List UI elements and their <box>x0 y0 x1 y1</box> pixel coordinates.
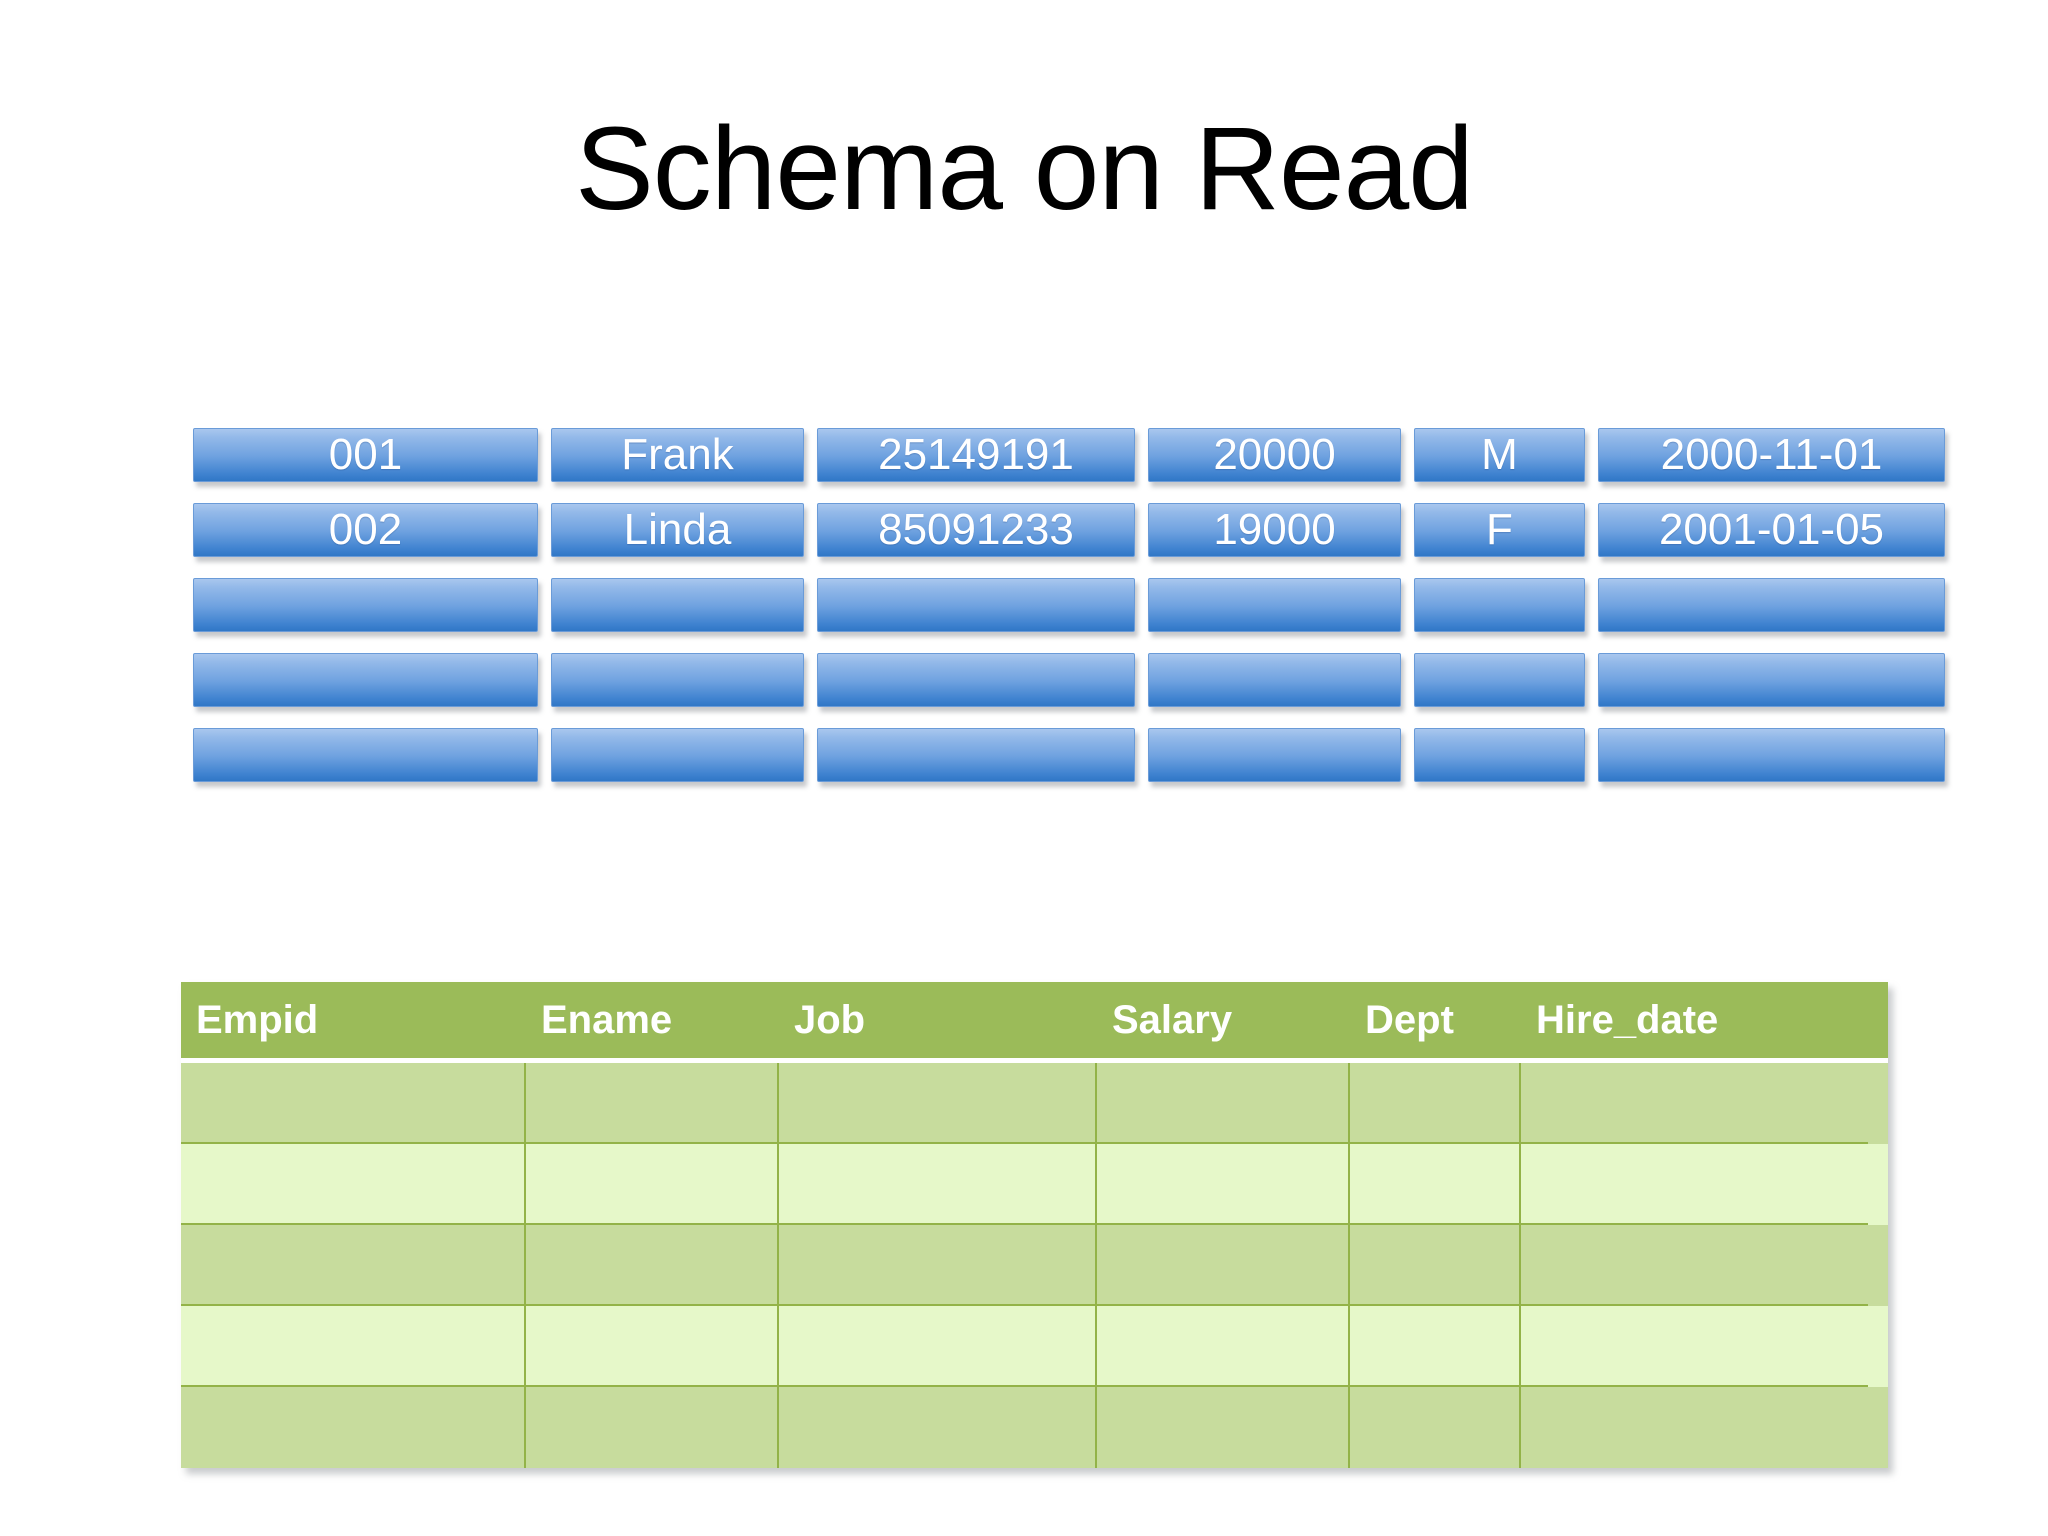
data-bar-cell[interactable] <box>551 728 804 782</box>
data-bar-cell[interactable]: 25149191 <box>817 428 1135 482</box>
table-row <box>181 1063 1888 1144</box>
table-cell[interactable] <box>1097 1144 1350 1225</box>
table-cell[interactable] <box>526 1387 779 1468</box>
data-bar-value: 2001-01-05 <box>1658 505 1885 554</box>
data-bar-cell[interactable] <box>1414 728 1585 782</box>
data-bar-cell[interactable] <box>193 578 538 632</box>
table-cell[interactable] <box>526 1144 779 1225</box>
data-bar-row: 002 Linda 85091233 19000 F 2001-01-05 <box>193 503 1945 557</box>
data-bar-value: F <box>1486 505 1513 554</box>
table-row <box>181 1225 1888 1306</box>
data-bar-cell[interactable]: M <box>1414 428 1585 482</box>
table-cell[interactable] <box>1350 1144 1521 1225</box>
data-bar-cell[interactable]: 002 <box>193 503 538 557</box>
table-row <box>181 1144 1888 1225</box>
table-cell[interactable] <box>779 1387 1097 1468</box>
table-cell[interactable] <box>1097 1306 1350 1387</box>
data-bar-cell[interactable] <box>817 653 1135 707</box>
table-cell[interactable] <box>526 1306 779 1387</box>
column-header-hire-date[interactable]: Hire_date <box>1536 997 1719 1042</box>
column-header-salary[interactable]: Salary <box>1112 997 1233 1042</box>
data-bar-row: 001 Frank 25149191 20000 M 2000-11-01 <box>193 428 1945 482</box>
data-bar-value: 85091233 <box>878 505 1074 554</box>
table-row <box>181 1387 1888 1468</box>
table-cell[interactable] <box>1521 1225 1868 1306</box>
data-bar-cell[interactable]: 2000-11-01 <box>1598 428 1945 482</box>
data-bar-value: Linda <box>623 505 732 554</box>
data-bar-grid: 001 Frank 25149191 20000 M 2000-11-01 00… <box>193 428 1945 803</box>
data-bar-cell[interactable] <box>551 578 804 632</box>
data-bar-cell[interactable]: 20000 <box>1148 428 1401 482</box>
data-bar-cell[interactable] <box>817 728 1135 782</box>
data-bar-value: 002 <box>328 505 403 554</box>
table-header-row: Empid Ename Job Salary Dept Hire_date <box>181 982 1888 1063</box>
table-cell[interactable] <box>1097 1387 1350 1468</box>
data-bar-cell[interactable]: F <box>1414 503 1585 557</box>
data-bar-cell[interactable] <box>1148 653 1401 707</box>
data-bar-row <box>193 728 1945 782</box>
column-header-job[interactable]: Job <box>794 997 866 1042</box>
data-bar-value: 19000 <box>1213 505 1336 554</box>
data-bar-cell[interactable] <box>1148 728 1401 782</box>
data-bar-cell[interactable] <box>1598 653 1945 707</box>
table-cell[interactable] <box>1350 1387 1521 1468</box>
data-bar-value: 001 <box>328 430 403 479</box>
column-header-dept[interactable]: Dept <box>1365 997 1454 1042</box>
data-bar-cell[interactable]: Frank <box>551 428 804 482</box>
table-cell[interactable] <box>779 1063 1097 1144</box>
data-bar-row <box>193 653 1945 707</box>
table-cell[interactable] <box>181 1225 526 1306</box>
data-bar-cell[interactable]: 001 <box>193 428 538 482</box>
table-cell[interactable] <box>1521 1063 1868 1144</box>
data-bar-value: 2000-11-01 <box>1660 430 1883 479</box>
data-bar-cell[interactable] <box>1148 578 1401 632</box>
column-header-ename[interactable]: Ename <box>541 997 673 1042</box>
table-cell[interactable] <box>1350 1306 1521 1387</box>
data-bar-cell[interactable]: 19000 <box>1148 503 1401 557</box>
data-bar-value: M <box>1481 430 1518 479</box>
table-cell[interactable] <box>779 1306 1097 1387</box>
table-cell[interactable] <box>1097 1063 1350 1144</box>
schema-table: Empid Ename Job Salary Dept Hire_date <box>181 982 1888 1468</box>
data-bar-cell[interactable] <box>1598 578 1945 632</box>
data-bar-cell[interactable] <box>551 653 804 707</box>
table-cell[interactable] <box>181 1306 526 1387</box>
table-cell[interactable] <box>1097 1225 1350 1306</box>
data-bar-cell[interactable] <box>193 653 538 707</box>
table-cell[interactable] <box>779 1225 1097 1306</box>
data-bar-cell[interactable]: 85091233 <box>817 503 1135 557</box>
data-bar-cell[interactable] <box>817 578 1135 632</box>
data-bar-cell[interactable] <box>1414 578 1585 632</box>
table-cell[interactable] <box>1350 1063 1521 1144</box>
table-cell[interactable] <box>181 1144 526 1225</box>
table-cell[interactable] <box>1521 1387 1868 1468</box>
data-bar-cell[interactable] <box>1598 728 1945 782</box>
table-cell[interactable] <box>526 1063 779 1144</box>
page-title: Schema on Read <box>575 103 1474 235</box>
data-bar-cell[interactable]: Linda <box>551 503 804 557</box>
data-bar-value: 20000 <box>1213 430 1336 479</box>
data-bar-row <box>193 578 1945 632</box>
table-cell[interactable] <box>1521 1144 1868 1225</box>
data-bar-value: Frank <box>621 430 734 479</box>
data-bar-value: 25149191 <box>878 430 1074 479</box>
data-bar-cell[interactable] <box>1414 653 1585 707</box>
table-cell[interactable] <box>779 1144 1097 1225</box>
table-row <box>181 1306 1888 1387</box>
data-bar-cell[interactable] <box>193 728 538 782</box>
table-cell[interactable] <box>181 1387 526 1468</box>
table-cell[interactable] <box>1350 1225 1521 1306</box>
data-bar-cell[interactable]: 2001-01-05 <box>1598 503 1945 557</box>
table-cell[interactable] <box>526 1225 779 1306</box>
column-header-empid[interactable]: Empid <box>196 997 319 1042</box>
table-cell[interactable] <box>181 1063 526 1144</box>
table-cell[interactable] <box>1521 1306 1868 1387</box>
